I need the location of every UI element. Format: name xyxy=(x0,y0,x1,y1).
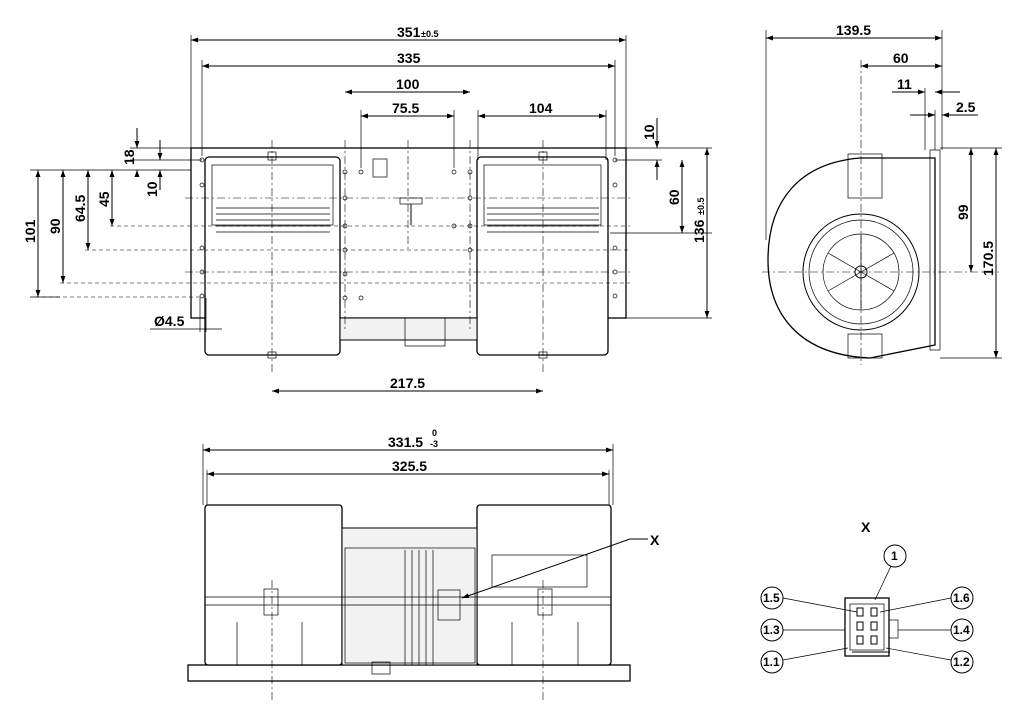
front-view: 351 ±0.5 335 100 75.5 104 217.5 Ø4.5 101… xyxy=(22,24,712,394)
svg-text:1.1: 1.1 xyxy=(763,655,780,669)
left-blower-housing xyxy=(204,156,341,356)
bottom-view: 331.5 0 -3 325.5 X xyxy=(187,428,660,700)
svg-text:1.4: 1.4 xyxy=(953,623,970,637)
pin-callout-1-6: 1.6 xyxy=(879,586,974,613)
dim-bottom-overall: 331.5 xyxy=(388,434,423,450)
dim-outlet-width: 104 xyxy=(529,100,553,116)
dim-right-136: 136 xyxy=(691,219,707,243)
dim-left-90: 90 xyxy=(47,218,63,234)
pin-callout-1-2: 1.2 xyxy=(885,647,974,674)
dim-bottom-tolerance-lower: -3 xyxy=(430,439,438,449)
dim-left-10: 10 xyxy=(144,181,160,197)
dim-left-18: 18 xyxy=(121,149,137,165)
dim-right-136-tolerance: ±0.5 xyxy=(696,198,706,215)
connector-marker-label: X xyxy=(650,532,660,548)
dim-overall-width: 351 xyxy=(397,24,421,40)
dim-right-60: 60 xyxy=(666,189,682,205)
pin-callout-1-1: 1.1 xyxy=(760,647,849,674)
dim-inner-spacing: 75.5 xyxy=(392,100,419,116)
svg-text:1.3: 1.3 xyxy=(763,623,780,637)
dim-left-45: 45 xyxy=(96,191,112,207)
svg-text:1.2: 1.2 xyxy=(953,655,970,669)
svg-text:1: 1 xyxy=(891,549,898,563)
dim-side-99: 99 xyxy=(955,204,971,220)
pin-callout-1-3: 1.3 xyxy=(760,618,845,642)
dim-side-60: 60 xyxy=(893,50,909,66)
dim-left-101: 101 xyxy=(22,219,38,243)
dim-bottom-tolerance-upper: 0 xyxy=(432,428,437,438)
pin-callout-1-5: 1.5 xyxy=(760,586,858,613)
dim-hole-diameter: Ø4.5 xyxy=(154,313,185,329)
dim-overall-width-tolerance: ±0.5 xyxy=(421,29,438,39)
dim-side-height: 170.5 xyxy=(980,241,996,276)
dim-side-11: 11 xyxy=(897,76,912,92)
connector-detail-title: X xyxy=(861,519,871,535)
pin-callout-1: 1 xyxy=(874,544,907,601)
dim-plate-width: 335 xyxy=(397,50,421,66)
right-blower-housing xyxy=(476,156,609,356)
pin-callout-1-4: 1.4 xyxy=(898,618,974,642)
dim-right-10: 10 xyxy=(641,124,657,140)
dim-axis-spacing: 217.5 xyxy=(390,375,425,391)
dim-depth: 139.5 xyxy=(836,22,871,38)
dim-left-64-5: 64.5 xyxy=(72,195,88,222)
scroll-housing xyxy=(767,157,936,359)
svg-text:1.6: 1.6 xyxy=(953,591,970,605)
dim-bottom-inner: 325.5 xyxy=(392,458,427,474)
side-view: 139.5 60 11 2.5 99 170.5 xyxy=(762,22,1002,365)
svg-text:1.5: 1.5 xyxy=(763,591,780,605)
dim-side-2-5: 2.5 xyxy=(956,99,976,115)
left-fan-slats xyxy=(216,207,330,233)
connector-detail: X 1 1.5 1.3 1.1 1.6 xyxy=(760,519,974,674)
dim-mid-spacing: 100 xyxy=(396,76,420,92)
